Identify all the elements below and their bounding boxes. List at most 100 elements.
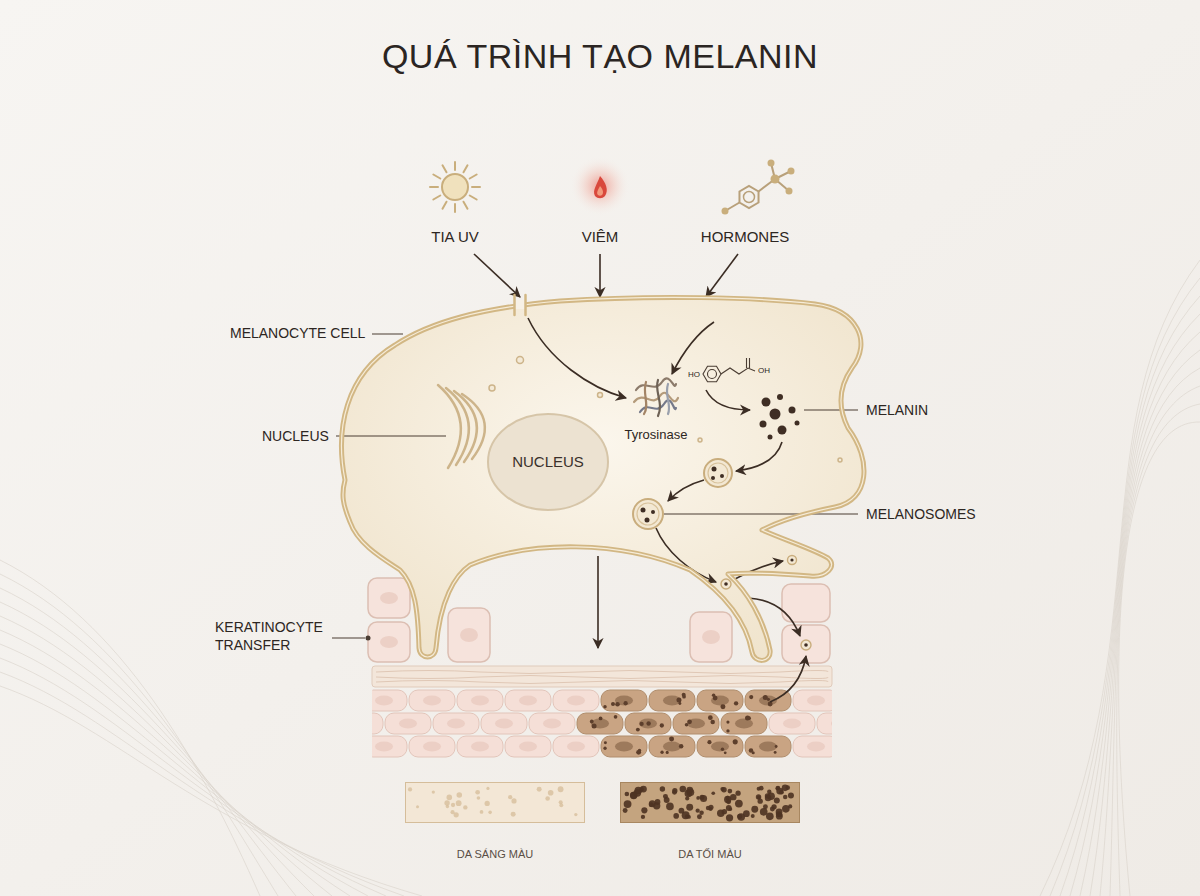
diagram-title: QUÁ TRÌNH TẠO MELANIN xyxy=(0,36,1200,77)
skin-cell xyxy=(611,702,615,706)
leader-dot xyxy=(366,636,371,641)
skin-cell xyxy=(685,723,689,727)
melanocyte-cell-outline xyxy=(342,295,864,660)
melanin-dot xyxy=(485,801,490,806)
skin-cell xyxy=(603,747,606,750)
melanin-granule xyxy=(768,435,773,440)
skin-cell xyxy=(385,713,431,734)
melanin-dot xyxy=(558,786,564,792)
skin-cell xyxy=(759,742,777,752)
melanin-dot xyxy=(735,800,743,808)
skin-cell xyxy=(543,719,561,729)
node-label: DA SÁNG MÀU xyxy=(457,848,533,861)
melanin-granule xyxy=(762,398,771,407)
decorative-line xyxy=(1040,260,1200,896)
skin-cell xyxy=(817,713,832,734)
melanin-dot xyxy=(672,790,677,795)
decorative-line xyxy=(1117,404,1200,896)
skin-cell xyxy=(553,690,599,711)
skin-cell xyxy=(409,690,455,711)
melanin-dot xyxy=(457,792,463,798)
skin-cell xyxy=(697,736,743,757)
skin-cell xyxy=(553,736,599,757)
skin-cell xyxy=(676,698,681,703)
skin-cell xyxy=(721,747,724,750)
melanin-granule xyxy=(795,421,800,426)
stimulus-arrow xyxy=(599,254,601,297)
melanin-dot xyxy=(451,803,455,807)
skin-cell xyxy=(745,736,791,757)
skin-cell xyxy=(529,713,575,734)
tyrosine-molecule xyxy=(708,370,717,379)
skin-cell xyxy=(793,690,832,711)
melanin-dot xyxy=(511,798,516,803)
vesicle xyxy=(489,385,495,391)
skin-cell xyxy=(712,694,716,698)
skin-cell xyxy=(638,749,641,752)
melanin-dot xyxy=(432,790,435,793)
skin-cell xyxy=(673,713,719,734)
skin-cell xyxy=(663,696,681,706)
stratum-corneum xyxy=(372,666,832,687)
skin-cell xyxy=(734,701,738,705)
skin-cell xyxy=(599,717,603,721)
melanin-dot xyxy=(699,811,704,816)
melanin-dot xyxy=(559,800,563,804)
melanosome xyxy=(724,582,728,586)
stimulus-arrow xyxy=(474,254,520,297)
skin-cell xyxy=(649,690,695,711)
melanosome xyxy=(633,499,663,529)
keratinocyte xyxy=(368,622,410,662)
molecule-atom xyxy=(768,160,775,167)
melanosome xyxy=(711,476,715,480)
skin-cell xyxy=(457,690,503,711)
skin-cell xyxy=(409,736,455,757)
skin-cell xyxy=(447,719,465,729)
node-label: DA TỐI MÀU xyxy=(678,848,741,861)
melanin-dot xyxy=(511,812,516,817)
melanin-dot xyxy=(757,787,761,791)
melanin-dot xyxy=(765,793,770,798)
melanin-granule xyxy=(789,407,796,414)
sun-ray xyxy=(454,204,456,212)
melanin-dot xyxy=(708,805,713,810)
melanin-dot xyxy=(480,810,484,814)
skin-cell xyxy=(577,713,623,734)
melanin-dot xyxy=(763,804,768,809)
molecule-atom xyxy=(722,208,729,215)
stratum-corneum xyxy=(372,666,832,687)
membrane-channel xyxy=(514,300,526,309)
enzyme-ribbon xyxy=(657,380,660,416)
melanin-dot xyxy=(624,800,632,808)
skin-cell xyxy=(399,719,417,729)
skin-cell xyxy=(817,713,832,734)
melanin-dot xyxy=(696,796,700,800)
sun-icon xyxy=(442,174,468,200)
melanosome xyxy=(633,459,811,650)
melanosome xyxy=(704,459,732,487)
skin-cell xyxy=(375,696,393,706)
flame-icon xyxy=(594,176,607,198)
skin-cell xyxy=(708,715,713,720)
enzyme-ribbon xyxy=(634,393,678,402)
skin-cell xyxy=(707,740,711,744)
skin-cell xyxy=(604,741,607,744)
skin-cell xyxy=(721,713,767,734)
skin-cell xyxy=(601,690,647,711)
skin-cell xyxy=(385,713,431,734)
node-label: VIÊM xyxy=(582,228,619,246)
label-box: KERATINOCYTE TRANSFER xyxy=(215,619,345,654)
melanin-dot xyxy=(720,787,724,791)
skin-cell xyxy=(423,742,441,752)
process-arrow xyxy=(668,480,704,501)
melanin-dot xyxy=(760,808,768,816)
skin-cell xyxy=(711,742,729,752)
sun-ray xyxy=(470,196,477,200)
skin-cell xyxy=(590,720,594,724)
membrane-channel xyxy=(513,295,516,315)
skin-cell xyxy=(409,736,455,757)
skin-cell xyxy=(601,690,647,711)
skin-cell xyxy=(726,721,729,724)
node-label: MELANOCYTE CELL xyxy=(230,325,365,342)
